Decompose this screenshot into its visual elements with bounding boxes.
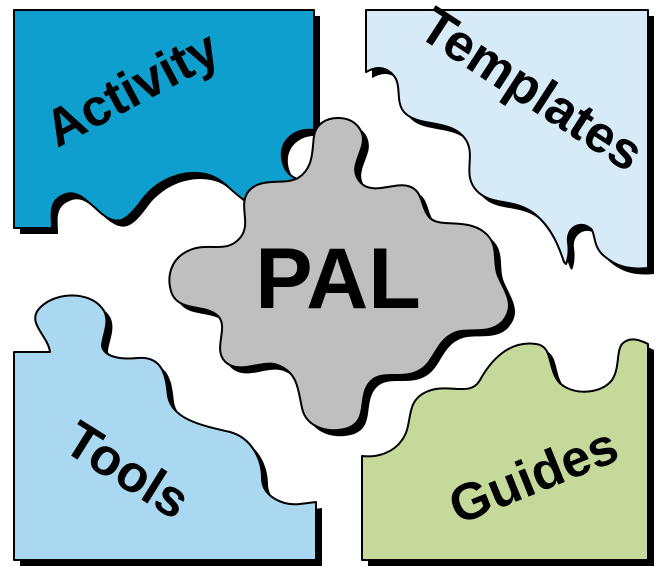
pal-center-label: PAL <box>255 231 421 327</box>
guides-piece-shape <box>361 338 649 561</box>
templates-piece: Templates <box>365 0 654 275</box>
guides-piece: Guides <box>361 338 654 566</box>
pal-center-piece: PAL <box>168 117 516 437</box>
tools-piece: Tools <box>13 294 322 566</box>
pal-center-piece-shape <box>168 117 510 432</box>
tools-piece-shape <box>13 294 317 561</box>
activity-piece-shape <box>13 9 315 229</box>
templates-piece-shape <box>365 9 649 270</box>
activity-piece: Activity <box>13 9 320 234</box>
